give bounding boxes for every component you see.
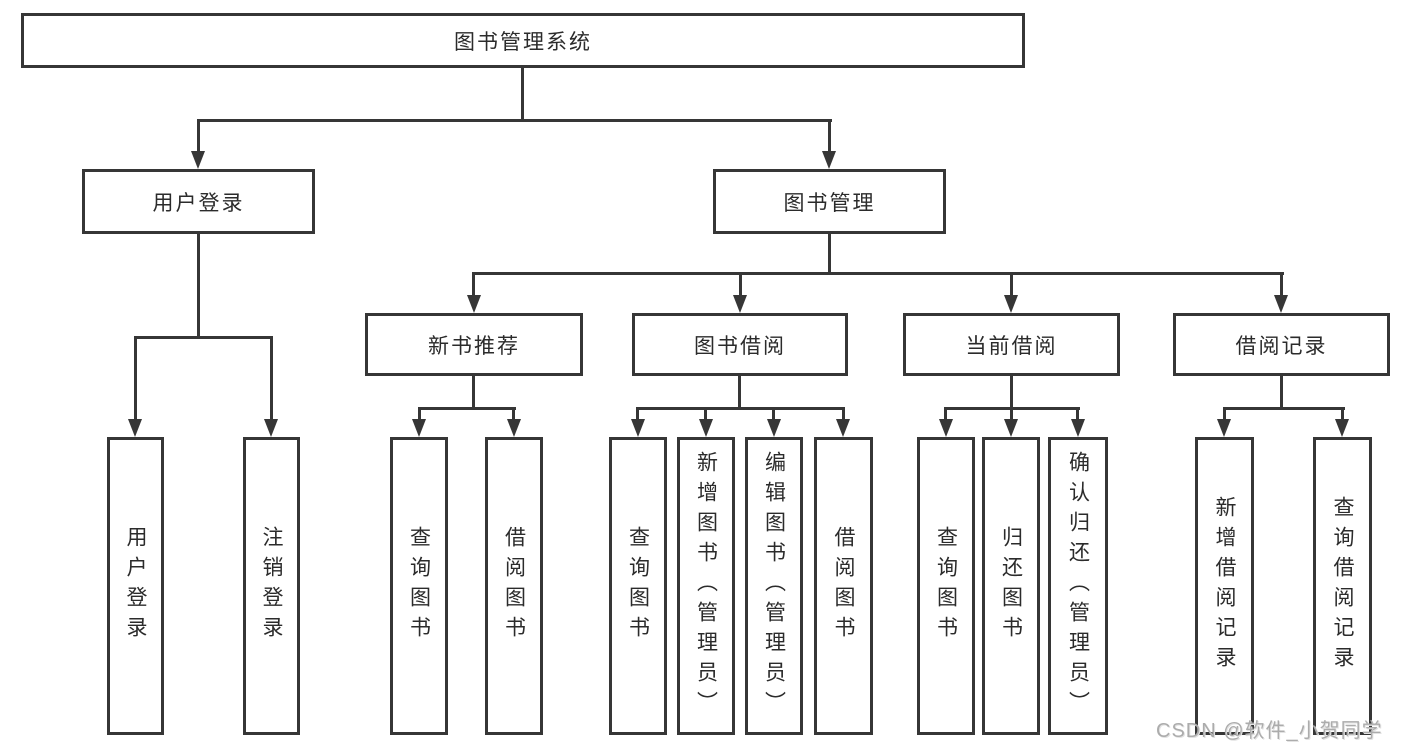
arrow-down-icon bbox=[264, 419, 278, 437]
connector-drop bbox=[828, 119, 831, 153]
node-label: 注销登录 bbox=[260, 526, 283, 646]
arrow-down-icon bbox=[1335, 419, 1349, 437]
connector-bar bbox=[1223, 407, 1345, 410]
node-label: 图书管理系统 bbox=[454, 30, 592, 54]
connector-drop bbox=[512, 407, 515, 421]
connector-drop bbox=[472, 272, 475, 298]
connector-bar bbox=[418, 407, 516, 410]
arrow-down-icon bbox=[1274, 295, 1288, 313]
node-label: 查询借阅记录 bbox=[1331, 496, 1354, 676]
connector-drop bbox=[842, 407, 845, 421]
arrow-down-icon bbox=[128, 419, 142, 437]
connector-drop bbox=[1341, 407, 1344, 421]
node-label: 图书借阅 bbox=[694, 334, 786, 358]
connector-stem bbox=[472, 376, 475, 410]
node-borrow-records: 借阅记录 bbox=[1173, 313, 1390, 376]
node-query-books-borrow: 查询图书 bbox=[609, 437, 667, 735]
node-confirm-return-admin: 确认归还（管理员） bbox=[1048, 437, 1108, 735]
connector-drop bbox=[1223, 407, 1226, 421]
connector-drop bbox=[1010, 407, 1013, 421]
node-add-borrow-record: 新增借阅记录 bbox=[1195, 437, 1254, 735]
node-label: 图书管理 bbox=[783, 191, 876, 215]
node-borrow-book-recommend: 借阅图书 bbox=[485, 437, 543, 735]
connector-drop bbox=[270, 336, 273, 421]
csdn-watermark: CSDN @软件_小贺同学 bbox=[1156, 720, 1383, 742]
node-query-books-recommend: 查询图书 bbox=[390, 437, 448, 735]
node-label: 查询图书 bbox=[934, 526, 958, 646]
arrow-down-icon bbox=[822, 151, 836, 169]
connector-drop bbox=[418, 407, 421, 421]
node-edit-book-admin: 编辑图书（管理员） bbox=[745, 437, 803, 735]
node-label: 新增借阅记录 bbox=[1213, 496, 1236, 676]
connector-drop bbox=[134, 336, 137, 421]
node-add-book-admin: 新增图书（管理员） bbox=[677, 437, 735, 735]
node-label: 新增图书（管理员） bbox=[694, 451, 718, 721]
node-label: 用户登录 bbox=[152, 191, 245, 215]
arrow-down-icon bbox=[1004, 419, 1018, 437]
node-current-borrow: 当前借阅 bbox=[903, 313, 1120, 376]
node-label: 确认归还（管理员） bbox=[1066, 451, 1090, 721]
connector-drop bbox=[739, 272, 742, 298]
node-label: 借阅记录 bbox=[1235, 334, 1328, 358]
connector-stem bbox=[738, 376, 741, 410]
connector-stem bbox=[1280, 376, 1283, 410]
connector-drop bbox=[1010, 272, 1013, 298]
connector-level3-bar bbox=[472, 272, 1284, 275]
node-label: 查询图书 bbox=[626, 526, 650, 646]
arrow-down-icon bbox=[733, 295, 747, 313]
connector-drop bbox=[197, 119, 200, 153]
connector-drop bbox=[772, 407, 775, 421]
connector-stem bbox=[828, 234, 831, 275]
node-user-login-branch: 用户登录 bbox=[82, 169, 315, 234]
node-logout: 注销登录 bbox=[243, 437, 300, 735]
node-book-borrow: 图书借阅 bbox=[632, 313, 848, 376]
arrow-down-icon bbox=[1004, 295, 1018, 313]
connector-drop bbox=[636, 407, 639, 421]
node-label: 当前借阅 bbox=[965, 334, 1058, 358]
node-library-system: 图书管理系统 bbox=[21, 13, 1025, 68]
connector-level2-bar bbox=[197, 119, 832, 122]
arrow-down-icon bbox=[836, 419, 850, 437]
connector-bar bbox=[636, 407, 845, 410]
node-label: 新书推荐 bbox=[428, 334, 520, 358]
arrow-down-icon bbox=[1071, 419, 1085, 437]
connector-stem bbox=[1010, 376, 1013, 410]
node-query-books-current: 查询图书 bbox=[917, 437, 975, 735]
connector-drop bbox=[1076, 407, 1079, 421]
node-return-book: 归还图书 bbox=[982, 437, 1040, 735]
node-user-login-leaf: 用户登录 bbox=[107, 437, 164, 735]
node-label: 借阅图书 bbox=[832, 526, 855, 646]
connector-drop bbox=[944, 407, 947, 421]
arrow-down-icon bbox=[699, 419, 713, 437]
arrow-down-icon bbox=[191, 151, 205, 169]
node-label: 借阅图书 bbox=[502, 526, 526, 646]
connector-drop bbox=[704, 407, 707, 421]
connector-bar bbox=[134, 336, 273, 339]
connector-drop bbox=[1280, 272, 1283, 298]
node-borrow-book: 借阅图书 bbox=[814, 437, 873, 735]
node-book-management: 图书管理 bbox=[713, 169, 946, 234]
connector-stem bbox=[197, 234, 200, 339]
node-new-book-recommend: 新书推荐 bbox=[365, 313, 583, 376]
arrow-down-icon bbox=[631, 419, 645, 437]
arrow-down-icon bbox=[412, 419, 426, 437]
node-label: 用户登录 bbox=[124, 526, 147, 646]
node-label: 编辑图书（管理员） bbox=[762, 451, 786, 721]
node-label: 归还图书 bbox=[999, 526, 1023, 646]
arrow-down-icon bbox=[1217, 419, 1231, 437]
node-query-borrow-record: 查询借阅记录 bbox=[1313, 437, 1372, 735]
connector-root-stem bbox=[521, 68, 524, 121]
arrow-down-icon bbox=[939, 419, 953, 437]
arrow-down-icon bbox=[507, 419, 521, 437]
arrow-down-icon bbox=[467, 295, 481, 313]
node-label: 查询图书 bbox=[407, 526, 431, 646]
arrow-down-icon bbox=[767, 419, 781, 437]
